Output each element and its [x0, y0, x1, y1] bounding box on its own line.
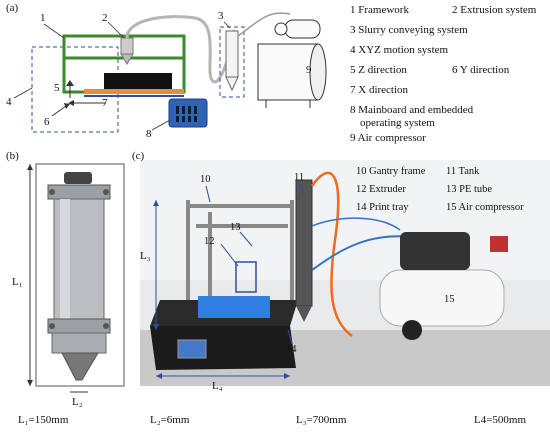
legend-item-3: 3 Slurry conveying system [350, 24, 468, 36]
legend-c-item-13: 13 PE tube [446, 184, 493, 195]
legend-item-4: 4 XYZ motion system [350, 44, 449, 56]
panel-b-label: (b) [6, 150, 19, 162]
callout-7: 7 [102, 97, 108, 109]
dim-label-l2: L₂ [72, 396, 83, 408]
compressor-photo [379, 269, 505, 327]
legend-item-2: 2 Extrusion system [452, 4, 537, 16]
legend-item-6: 6 Y direction [452, 64, 510, 76]
callout-15: 15 [444, 294, 455, 305]
callout-10: 10 [200, 174, 211, 185]
callout-4: 4 [6, 96, 12, 108]
dimension-l3: L₃=700mm [296, 414, 347, 426]
print-tray [84, 89, 184, 94]
dimension-l4: L4=500mm [474, 414, 527, 426]
dimension-l1: L₁=150mm [18, 414, 69, 426]
slurry-tube [125, 15, 236, 84]
legend-item-8: 8 Mainboard and embedded [350, 104, 474, 116]
panel-a-label: (a) [6, 2, 19, 14]
lcd-screen [177, 339, 207, 359]
print-tray-photo [198, 296, 270, 318]
callout-14: 14 [286, 344, 297, 355]
callout-11: 11 [294, 172, 305, 183]
dimension-l2: L₂=6mm [150, 414, 190, 426]
printer-base [150, 326, 296, 370]
legend-item-7: 7 X direction [350, 84, 409, 96]
legend-c-item-11: 11 Tank [446, 166, 480, 177]
extruder-body [120, 37, 134, 55]
legend-c-item-14: 14 Print tray [356, 202, 409, 213]
dim-label-l1: L₁ [12, 276, 23, 288]
callout-9: 9 [306, 64, 312, 76]
dim-label-l4: L₄ [212, 380, 223, 392]
legend-c-item-12: 12 Extruder [356, 184, 406, 195]
callout-12: 12 [204, 236, 215, 247]
callout-5: 5 [54, 82, 60, 94]
callout-2: 2 [102, 12, 108, 24]
panel-c-label: (c) [132, 150, 145, 162]
tank-photo [295, 179, 313, 307]
tank [225, 30, 239, 78]
callout-8: 8 [146, 128, 152, 140]
callout-3: 3 [218, 10, 224, 22]
legend-item-9: 9 Air compressor [350, 132, 426, 144]
legend-item-5: 5 Z direction [350, 64, 407, 76]
legend-c-item-15: 15 Air compressor [446, 202, 524, 213]
callout-13: 13 [230, 222, 241, 233]
tank-box [219, 26, 245, 98]
legend-item-8b: operating system [360, 117, 435, 129]
callout-1: 1 [40, 12, 46, 24]
dim-label-l3: L₃ [140, 250, 151, 262]
legend-item-1: 1 Framework [350, 4, 409, 16]
callout-6: 6 [44, 116, 50, 128]
printed-object [104, 73, 172, 89]
legend-c-item-10: 10 Gantry frame [356, 166, 426, 177]
